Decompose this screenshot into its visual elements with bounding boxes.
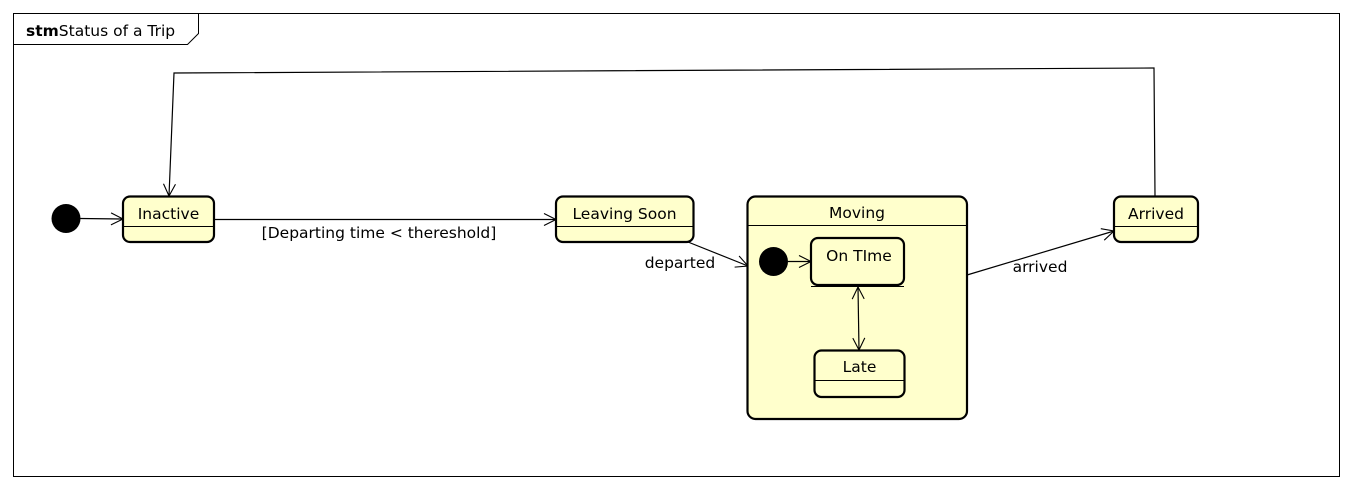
- transition-on-time-late[interactable]: [858, 287, 859, 350]
- state-on-time-box: [809, 236, 906, 287]
- transition-departed-label: departed: [645, 254, 716, 272]
- transition-arrived-to-inactive[interactable]: [169, 67, 1156, 196]
- diagram-frame: stmStatus of a Trip: [13, 13, 1340, 477]
- state-moving-label: Moving: [829, 204, 885, 222]
- state-late[interactable]: Late: [813, 349, 906, 399]
- state-arrived-label: Arrived: [1128, 205, 1184, 223]
- state-moving[interactable]: Moving On TIme Late: [746, 195, 969, 421]
- state-arrived[interactable]: Arrived: [1112, 195, 1200, 244]
- nested-initial-pseudostate: [759, 247, 788, 276]
- transition-moving-to-arrived[interactable]: [966, 231, 1114, 276]
- state-inactive-label: Inactive: [138, 205, 200, 223]
- frame-keyword: stm: [26, 22, 59, 40]
- transition-initial-to-inactive[interactable]: [80, 219, 124, 220]
- state-leaving-soon-box: [554, 195, 695, 244]
- state-on-time[interactable]: On TIme: [809, 236, 906, 287]
- transition-guard-label: [Departing time < thereshold]: [262, 224, 497, 242]
- state-on-time-label: On TIme: [826, 247, 892, 265]
- state-leaving-soon-label: Leaving Soon: [572, 205, 676, 223]
- state-arrived-box: [1112, 195, 1200, 244]
- frame-border: [13, 13, 1340, 477]
- frame-title-text: Status of a Trip: [59, 22, 175, 40]
- state-late-label: Late: [843, 358, 877, 376]
- frame-title: stmStatus of a Trip: [26, 22, 175, 40]
- transition-arrived-label: arrived: [1013, 258, 1068, 276]
- frame-tab: [13, 13, 199, 45]
- initial-pseudostate: [51, 204, 81, 233]
- transition-leaving-soon-to-moving[interactable]: [687, 241, 748, 266]
- state-inactive[interactable]: Inactive: [121, 195, 216, 244]
- state-late-box: [813, 349, 906, 399]
- state-leaving-soon[interactable]: Leaving Soon: [554, 195, 695, 244]
